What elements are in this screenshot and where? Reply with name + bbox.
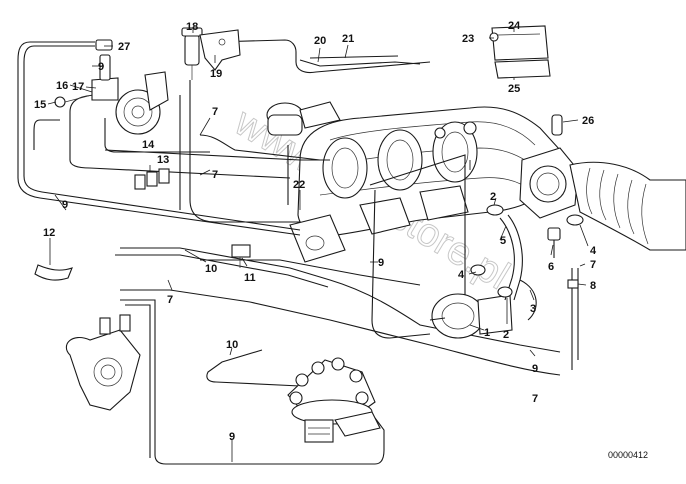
callout-4: 4 — [458, 269, 465, 281]
callout-7: 7 — [532, 393, 538, 405]
clamps-2-4 — [470, 204, 584, 298]
callout-12: 12 — [43, 227, 55, 239]
callout-13: 13 — [157, 154, 169, 166]
solenoid-valve — [266, 101, 341, 136]
fitting-6 — [547, 227, 561, 258]
callout-24: 24 — [508, 20, 521, 32]
callout-26: 26 — [582, 115, 594, 127]
callout-20: 20 — [314, 35, 326, 47]
callout-labels: 1 2 2 3 4 4 5 6 7 7 7 7 7 8 9 9 9 9 9 10… — [34, 20, 597, 443]
callout-3: 3 — [530, 303, 536, 315]
callout-22: 22 — [293, 179, 305, 191]
leader-lines — [47, 27, 589, 462]
callout-23: 23 — [462, 33, 474, 45]
callout-5: 5 — [500, 235, 506, 247]
connector-11 — [231, 244, 251, 268]
clips-13 — [134, 168, 170, 190]
callout-17: 17 — [72, 81, 84, 93]
callout-9: 9 — [532, 363, 538, 375]
callout-7: 7 — [212, 169, 218, 181]
callout-16: 16 — [56, 80, 68, 92]
control-unit-24 — [489, 25, 551, 79]
thermo-housing — [65, 314, 141, 411]
callout-15: 15 — [34, 99, 46, 111]
callout-10: 10 — [226, 339, 238, 351]
diagram-reference-number: 00000412 — [608, 450, 648, 460]
callout-14: 14 — [142, 139, 155, 151]
callout-11: 11 — [244, 272, 256, 284]
callout-8: 8 — [590, 280, 596, 292]
callout-27: 27 — [118, 41, 130, 53]
callout-10: 10 — [205, 263, 217, 275]
callout-19: 19 — [210, 68, 222, 80]
callout-7: 7 — [167, 294, 173, 306]
callout-9: 9 — [62, 199, 68, 211]
callout-1: 1 — [484, 327, 490, 339]
callout-7: 7 — [212, 106, 218, 118]
callout-9: 9 — [98, 61, 104, 73]
callout-6: 6 — [548, 261, 554, 273]
callout-25: 25 — [508, 83, 520, 95]
bracket-19 — [199, 29, 241, 71]
callout-9: 9 — [378, 257, 384, 269]
throttle-body — [519, 114, 686, 251]
fitting-8 — [567, 279, 579, 289]
hose-clamp-12 — [34, 264, 73, 281]
hose-5 — [499, 214, 537, 321]
callout-7: 7 — [590, 259, 596, 271]
callout-21: 21 — [342, 33, 354, 45]
callout-9: 9 — [229, 431, 235, 443]
vacuum-diaphragm-1 — [429, 293, 513, 339]
vacuum-valve-18 — [181, 27, 203, 80]
distributor — [287, 357, 381, 443]
callout-2: 2 — [490, 191, 496, 203]
callout-4: 4 — [590, 245, 597, 257]
callout-2: 2 — [503, 329, 509, 341]
callout-18: 18 — [186, 21, 198, 33]
